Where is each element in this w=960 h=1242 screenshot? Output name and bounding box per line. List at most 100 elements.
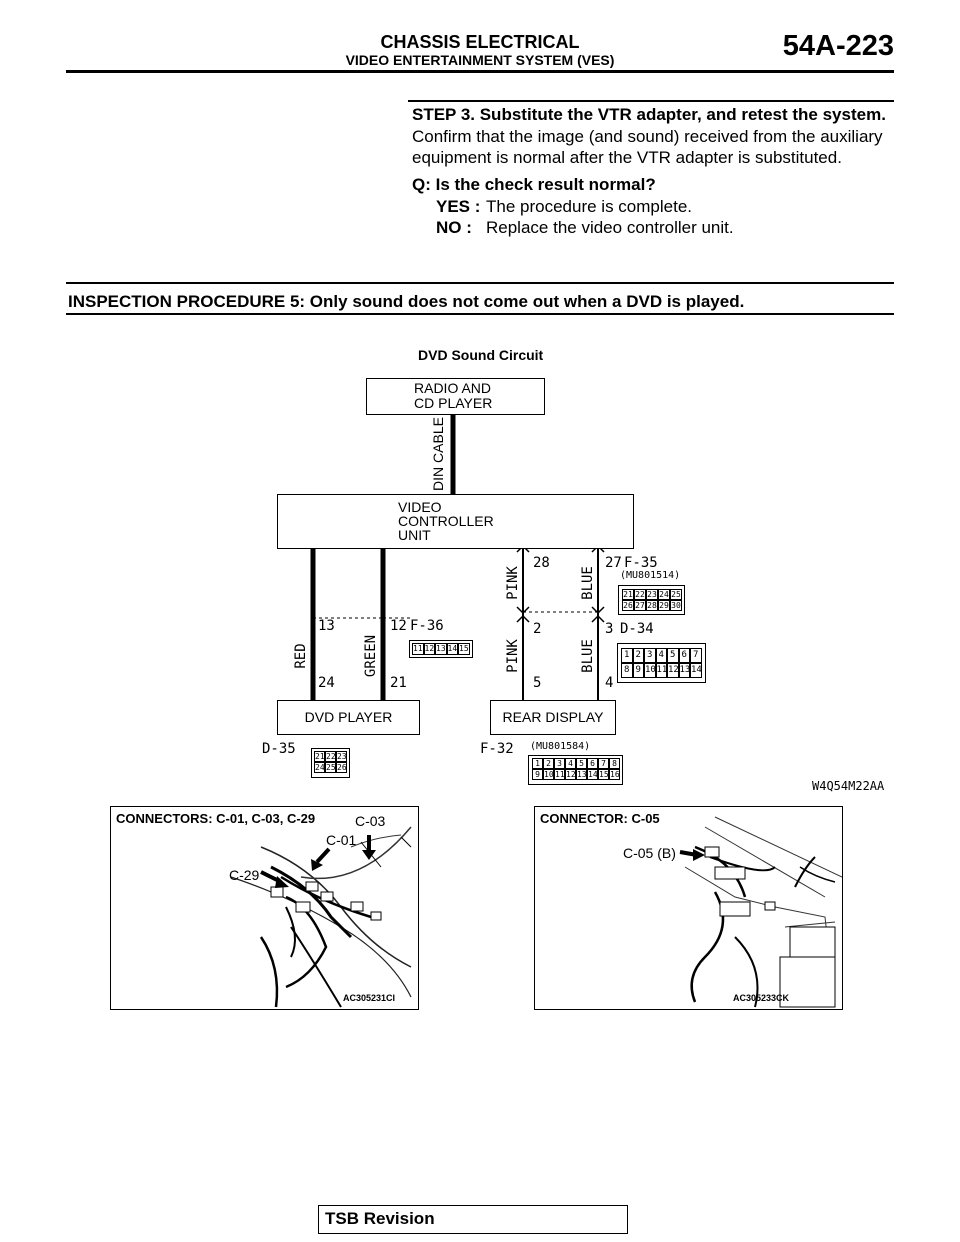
vcu-label-line3: UNIT <box>398 527 431 543</box>
circuit-wires <box>310 414 605 700</box>
connector-f32-label: F-32 <box>480 741 514 757</box>
rear-display-label: REAR DISPLAY <box>502 709 604 725</box>
connector-pin: 7 <box>690 648 702 663</box>
connector-pin: 13 <box>576 769 587 780</box>
pin-12: 12 <box>390 618 407 634</box>
connector-pin: 6 <box>587 758 598 769</box>
connector-pin: 14 <box>446 643 458 655</box>
connector-pin: 22 <box>634 589 646 600</box>
procedure-rule-bottom <box>66 313 894 315</box>
connector-pin: 25 <box>670 589 682 600</box>
connector-pin: 23 <box>646 589 658 600</box>
connector-pin: 4 <box>655 648 667 663</box>
connector-pin: 21 <box>314 751 325 762</box>
page-number: 54A-223 <box>782 30 894 62</box>
callout-c29: C-29 <box>229 867 260 883</box>
connector-pin: 24 <box>658 589 670 600</box>
step-text-line2: equipment is normal after the VTR adapte… <box>412 148 842 167</box>
radio-cd-player-box: RADIO AND CD PLAYER <box>366 378 545 415</box>
connector-pin: 3 <box>554 758 565 769</box>
connector-pin: 12 <box>423 643 435 655</box>
pin-4: 4 <box>605 675 614 691</box>
wire-color-blue-lower: BLUE <box>580 639 596 673</box>
radio-label-line2: CD PLAYER <box>414 395 493 411</box>
connector-pin: 15 <box>458 643 470 655</box>
wire-color-blue-upper: BLUE <box>580 566 596 600</box>
connector-pin: 26 <box>622 600 634 611</box>
yes-label: YES : <box>436 197 481 216</box>
connector-pin: 23 <box>336 751 347 762</box>
video-controller-unit-box: VIDEO CONTROLLER UNIT <box>277 494 634 549</box>
step-question: Q: Is the check result normal? <box>412 175 656 194</box>
connector-f35-label: F-35 <box>624 555 658 571</box>
connector-photo-left: CONNECTORS: C-01, C-03, C-29 C-03 C-01 C… <box>110 806 419 1010</box>
section-subtitle: VIDEO ENTERTAINMENT SYSTEM (VES) <box>345 52 615 68</box>
harness-illustration-right <box>679 816 842 1008</box>
rear-display-box: REAR DISPLAY <box>490 700 616 735</box>
f32-part-number: (MU801584) <box>530 741 591 752</box>
tsb-revision-box: TSB Revision <box>318 1205 628 1234</box>
yes-text: The procedure is complete. <box>486 197 692 216</box>
connector-pin: 14 <box>690 663 702 678</box>
connector-photo-right: CONNECTOR: C-05 C-05 (B) AC305233CK <box>534 806 843 1010</box>
connector-pin: 8 <box>609 758 620 769</box>
pin-2: 2 <box>533 621 542 637</box>
wire-color-red: RED <box>293 643 309 669</box>
diagram-title: DVD Sound Circuit <box>418 347 544 363</box>
step-heading: STEP 3. Substitute the VTR adapter, and … <box>412 105 886 124</box>
connector-pin: 21 <box>622 589 634 600</box>
tsb-revision-label: TSB Revision <box>325 1209 435 1228</box>
callout-c01: C-01 <box>326 832 357 848</box>
photo-left-title: CONNECTORS: C-01, C-03, C-29 <box>116 811 316 826</box>
diagram-code: W4Q54M22AA <box>812 779 885 793</box>
connector-pin: 2 <box>543 758 554 769</box>
connector-pin: 11 <box>554 769 565 780</box>
connector-pin: 28 <box>646 600 658 611</box>
connector-pin: 30 <box>670 600 682 611</box>
photo-right-title: CONNECTOR: C-05 <box>540 811 660 826</box>
connector-pin: 16 <box>609 769 620 780</box>
dvd-player-box: DVD PLAYER <box>277 700 420 735</box>
procedure-heading: INSPECTION PROCEDURE 5: Only sound does … <box>68 292 745 311</box>
wire-color-pink-upper: PINK <box>505 566 521 600</box>
connector-d34-label: D-34 <box>620 621 654 637</box>
pin-5: 5 <box>533 675 542 691</box>
connector-pin: 10 <box>644 663 656 678</box>
connector-pin: 25 <box>325 762 336 773</box>
dvd-player-label: DVD PLAYER <box>304 709 393 725</box>
callout-c05: C-05 (B) <box>623 845 676 861</box>
pin-27: 27 <box>605 555 622 571</box>
step-text-line1: Confirm that the image (and sound) recei… <box>412 127 883 146</box>
connector-pin: 24 <box>314 762 325 773</box>
connector-pin: 27 <box>634 600 646 611</box>
pin-13: 13 <box>318 618 335 634</box>
pin-28: 28 <box>533 555 550 571</box>
vcu-label-line2: CONTROLLER <box>398 513 494 529</box>
radio-label-line1: RADIO AND <box>414 380 492 396</box>
connector-pin: 6 <box>678 648 690 663</box>
wire-color-pink-lower: PINK <box>505 639 521 673</box>
connector-pin: 11 <box>655 663 667 678</box>
connector-pin: 5 <box>667 648 679 663</box>
connector-pin: 29 <box>658 600 670 611</box>
connector-pin: 9 <box>632 663 644 678</box>
connector-pin: 4 <box>565 758 576 769</box>
connector-pin: 15 <box>598 769 609 780</box>
connector-pin: 13 <box>435 643 447 655</box>
step-rule <box>408 100 894 102</box>
connector-f36-label: F-36 <box>410 618 444 634</box>
no-text: Replace the video controller unit. <box>486 218 734 237</box>
connector-pin: 7 <box>598 758 609 769</box>
din-cable-label: DIN CABLE <box>430 417 446 491</box>
connector-pin: 1 <box>532 758 543 769</box>
photo-right-code: AC305233CK <box>733 993 790 1003</box>
pin-21: 21 <box>390 675 407 691</box>
connector-pin: 14 <box>587 769 598 780</box>
connector-pin: 5 <box>576 758 587 769</box>
connector-pin: 11 <box>412 643 424 655</box>
connector-pin: 2 <box>632 648 644 663</box>
